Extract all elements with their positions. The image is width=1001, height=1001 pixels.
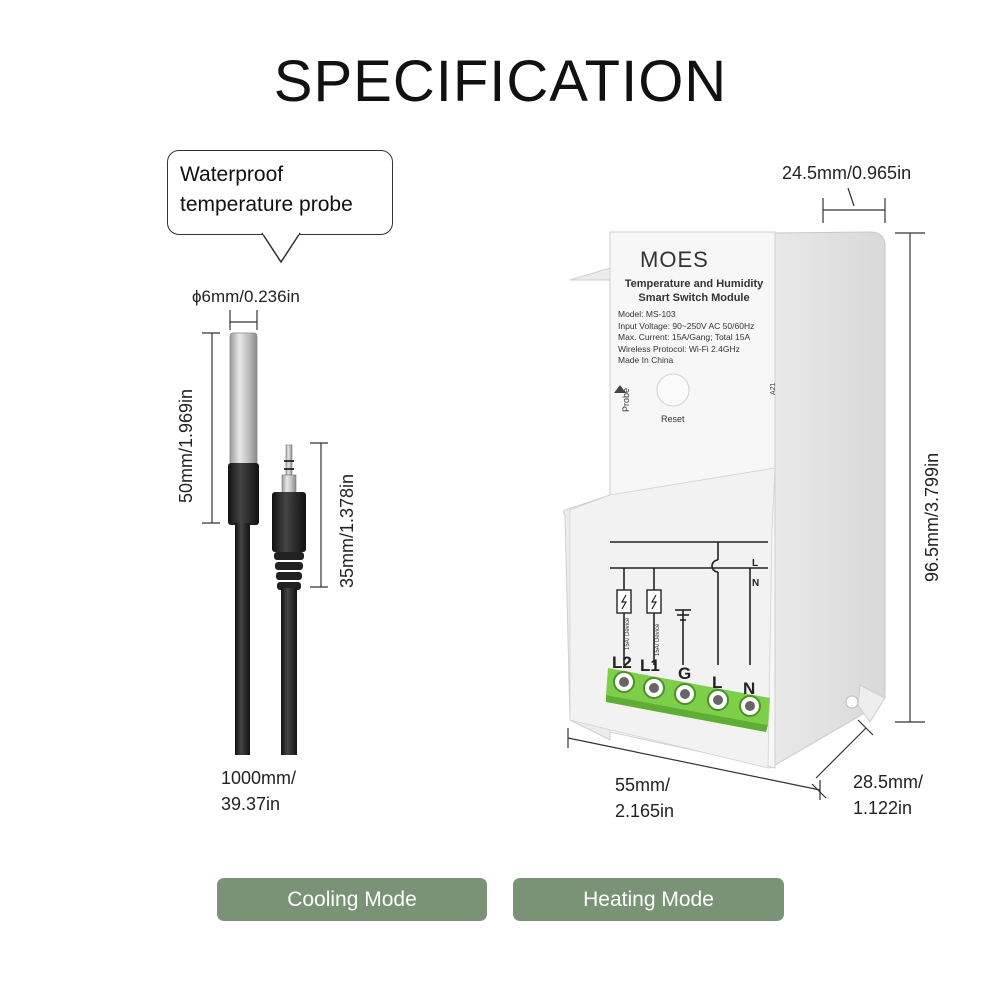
probe-port-label: Probe xyxy=(621,387,631,412)
brand-logo: MOES xyxy=(640,247,709,272)
width-label: 55mm/ 2.165in xyxy=(615,772,674,824)
probe-diameter-label: ϕ6mm/0.236in xyxy=(192,287,300,306)
probe-drawing xyxy=(202,310,328,755)
depth-label: 28.5mm/ 1.122in xyxy=(853,769,923,821)
line-n-label: N xyxy=(752,578,760,589)
terminal-g: G xyxy=(678,664,692,683)
page-title: SPECIFICATION xyxy=(273,49,728,114)
device-label-l2: 15A/ Device xyxy=(625,617,631,650)
module-spec-text: Model: MS-103 Input Voltage: 90~250V AC … xyxy=(618,309,754,367)
callout-line-1: Waterproof xyxy=(180,163,284,186)
callout-text: Waterproof temperature probe xyxy=(180,160,390,220)
module-model: Model: MS-103 xyxy=(618,309,676,319)
terminal-l: L xyxy=(712,673,723,692)
depth-top-label: 24.5mm/0.965in xyxy=(782,163,912,183)
depth-line-1: 28.5mm/ xyxy=(853,772,924,792)
module-protocol: Wireless Protocol: Wi-Fi 2.4GHz xyxy=(618,343,740,354)
width-line-2: 2.165in xyxy=(615,801,675,821)
line-l-label: L xyxy=(752,558,759,569)
width-line-1: 55mm/ xyxy=(615,775,671,795)
device-label-l1: 15A/ Device xyxy=(655,623,661,656)
module-heading-line-1: Temperature and Humidity xyxy=(624,278,764,290)
depth-line-2: 1.122in xyxy=(853,798,913,818)
height-label: 96.5mm/3.799in xyxy=(922,452,942,582)
reset-button: Reset xyxy=(661,414,685,424)
module-origin: Made In China xyxy=(618,355,674,365)
module-drawing xyxy=(563,187,925,800)
cable-length-line-1: 1000mm/ xyxy=(221,768,297,788)
probe-length-label: 50mm/1.969in xyxy=(176,388,196,503)
jack-length-label: 35mm/1.378in xyxy=(337,473,357,588)
callout-line-2: temperature probe xyxy=(180,193,353,216)
probe-callout xyxy=(167,150,393,235)
module-heading-line-2: Smart Switch Module xyxy=(638,292,750,304)
terminal-l1: L1 xyxy=(640,656,660,675)
side-code: A21 xyxy=(770,382,777,395)
cable-length-label: 1000mm/ 39.37in xyxy=(221,765,296,817)
callout-pointer xyxy=(261,232,301,264)
module-current: Max. Current: 15A/Gang; Total 15A xyxy=(618,332,751,342)
cooling-mode-button[interactable]: Cooling Mode xyxy=(217,878,487,921)
cable-length-line-2: 39.37in xyxy=(221,794,281,814)
module-heading: Temperature and Humidity Smart Switch Mo… xyxy=(614,277,774,305)
heating-mode-button[interactable]: Heating Mode xyxy=(513,878,784,921)
terminal-l2: L2 xyxy=(612,653,632,672)
terminal-n: N xyxy=(743,679,756,698)
module-voltage: Input Voltage: 90~250V AC 50/60Hz xyxy=(618,320,755,331)
